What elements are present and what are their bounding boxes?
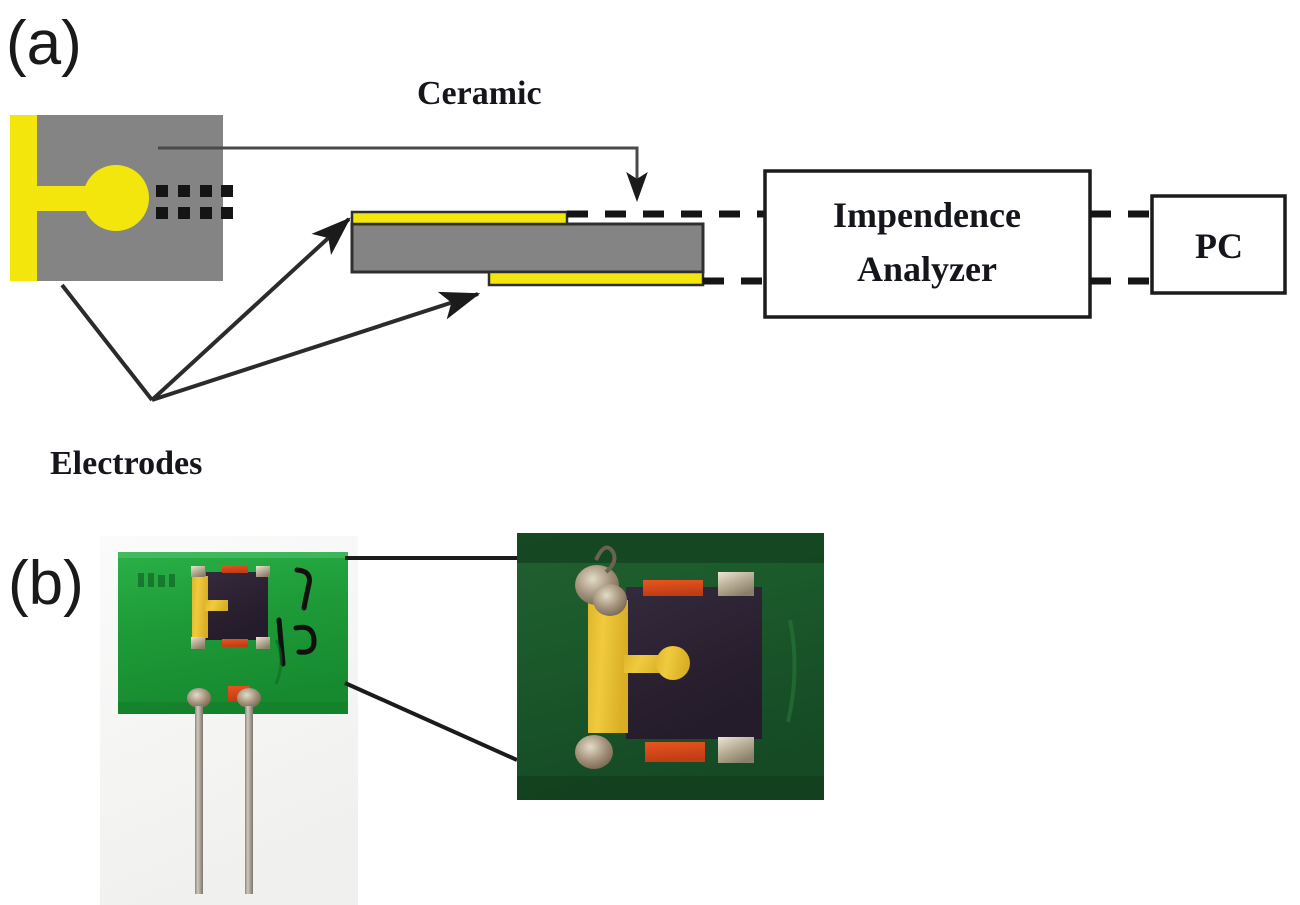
sensor-closeup-photo	[517, 533, 824, 800]
closeup-solder-bottom-left	[575, 735, 613, 769]
panel-b-label: (b)	[8, 549, 84, 618]
ceramic-slab	[350, 222, 705, 274]
dot	[200, 185, 212, 197]
solder-joint	[191, 566, 205, 577]
lower-electrode	[487, 270, 705, 287]
closeup-electrode-round-pad	[656, 646, 690, 680]
closeup-pcb-trace	[786, 619, 797, 723]
impedance-analyzer-label-line2: Analyzer	[857, 249, 997, 289]
solder-joint	[256, 637, 270, 649]
impedance-analyzer-block[interactable]: Impendence Analyzer	[763, 169, 1092, 319]
solder-joint	[191, 637, 205, 649]
dot	[178, 185, 190, 197]
dot	[221, 207, 233, 219]
panel-b: (b)	[8, 533, 824, 905]
pc-block[interactable]: PC	[1150, 194, 1287, 295]
pcb-trace	[274, 639, 283, 685]
impedance-analyzer-box[interactable]	[763, 169, 1092, 319]
dot	[221, 185, 233, 197]
ceramic-leader-line	[158, 146, 648, 202]
sensor-cross-section	[350, 210, 705, 287]
electrode-dot-matrix	[156, 185, 233, 219]
chip-electrode-stem	[205, 600, 228, 611]
pc-label: PC	[1195, 226, 1243, 266]
closeup-solder-top-right	[718, 572, 754, 596]
closeup-pad-top	[643, 580, 703, 596]
chip-electrode-bar	[192, 576, 208, 638]
dot	[156, 185, 168, 197]
dot	[178, 207, 190, 219]
panel-a: (a)	[6, 9, 1287, 482]
dot	[156, 207, 168, 219]
electrodes-label: Electrodes	[50, 445, 202, 482]
lead-pin-right	[245, 706, 253, 894]
electrode-arrow-lower	[151, 291, 481, 402]
pc-box[interactable]	[1150, 194, 1287, 295]
pcb-silkscreen	[138, 573, 175, 587]
closeup-bottom-band	[517, 776, 824, 800]
electrode-round-pad	[83, 165, 149, 231]
pcb-bottom-shadow	[118, 702, 348, 714]
sensor-pcb-photo	[100, 536, 358, 905]
upper-electrode	[350, 210, 569, 226]
closeup-top-band	[517, 533, 824, 563]
lead-solder-blob	[237, 688, 261, 708]
solder-pad-top	[222, 565, 248, 573]
closeup-bond-wire	[594, 545, 617, 574]
electrode-arrow-upper	[150, 217, 351, 402]
sensor-top-view	[10, 115, 233, 281]
lead-pin-left	[195, 706, 203, 894]
solder-joint	[256, 566, 270, 577]
lead-solder-blob	[187, 688, 211, 708]
solder-pad-bottom	[222, 639, 248, 647]
closeup-solder-top-left-2	[593, 584, 627, 616]
pcb-top-highlight	[118, 552, 348, 558]
closeup-solder-bottom-right	[718, 737, 754, 763]
electrode-arrow-top-view	[60, 283, 154, 402]
closeup-pad-bottom	[645, 742, 705, 762]
dot	[200, 207, 212, 219]
closeup-electrode-bar	[588, 600, 628, 733]
panel-a-label: (a)	[6, 9, 82, 78]
zoom-leader-line-bottom	[344, 681, 518, 762]
pcb-handwritten-marks	[276, 567, 317, 667]
impedance-analyzer-label-line1: Impendence	[833, 195, 1021, 235]
electrode-stem	[31, 186, 91, 211]
ceramic-label: Ceramic	[417, 75, 542, 112]
